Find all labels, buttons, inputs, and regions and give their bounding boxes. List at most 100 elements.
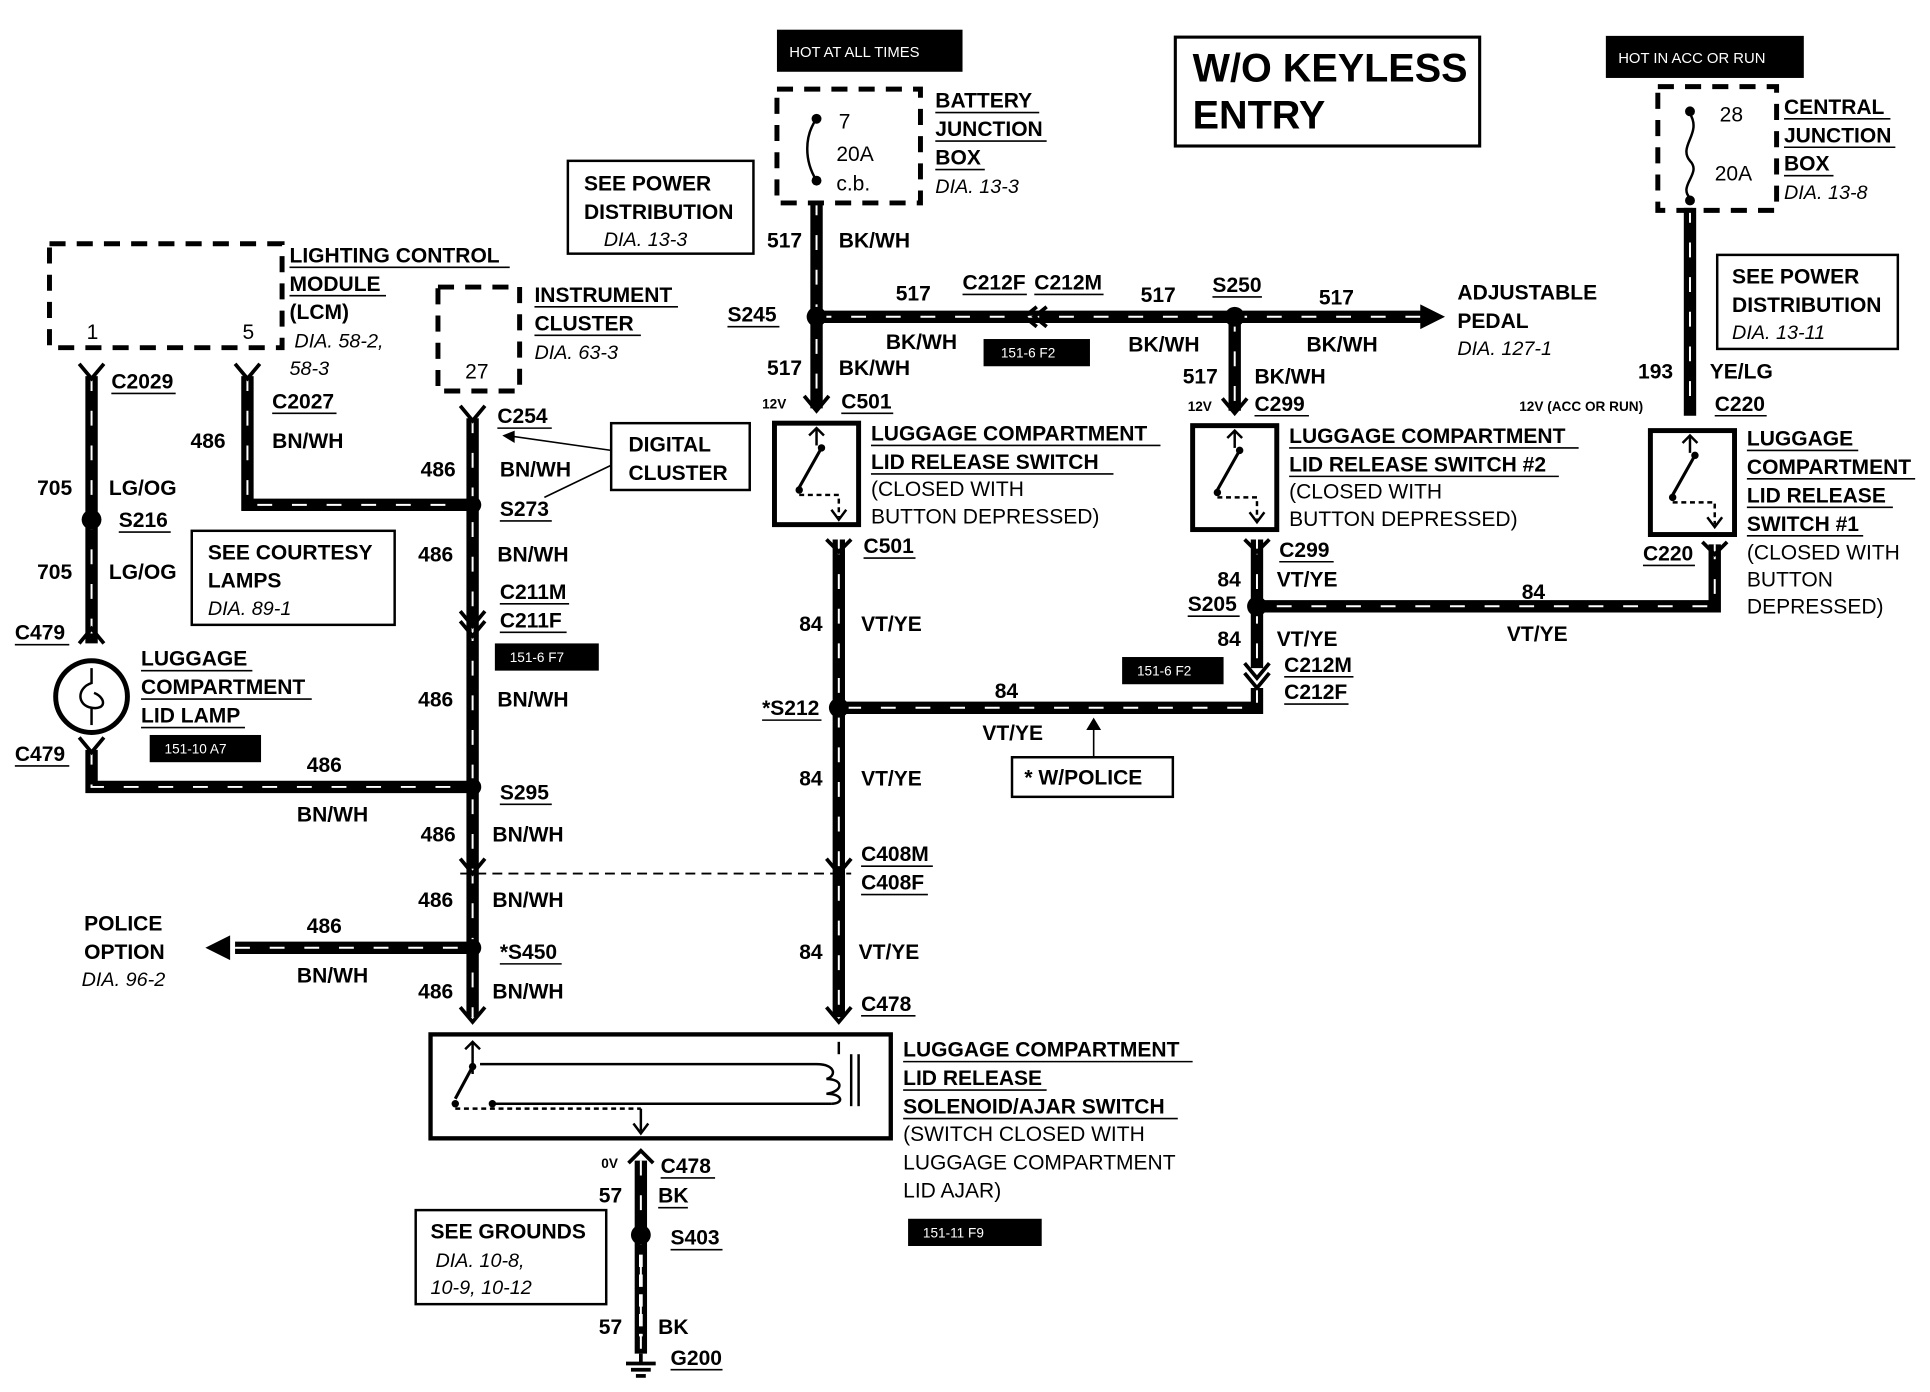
grounds-line-1: SEE GROUNDS xyxy=(431,1221,586,1244)
see-power-2-dia: DIA. 13-11 xyxy=(1732,322,1825,344)
wire-84-switch1 xyxy=(1256,544,1721,613)
circuit-84-3: 84 xyxy=(799,941,823,964)
courtesy-dia: DIA. 89-1 xyxy=(208,598,292,620)
splice-s212 xyxy=(828,697,849,718)
see-power-1-dia: DIA. 13-3 xyxy=(604,229,688,251)
hot-in-acc-text: HOT IN ACC OR RUN xyxy=(1618,51,1765,67)
circuit-517-3: 517 xyxy=(896,283,931,306)
label-c2029: C2029 xyxy=(111,371,173,394)
fork-c408-486 xyxy=(458,857,487,877)
solenoid-label-2: LID RELEASE xyxy=(903,1067,1042,1090)
solenoid-note-1: (SWITCH CLOSED WITH xyxy=(903,1123,1145,1146)
bjb-fuse-type: c.b. xyxy=(836,173,870,196)
color-bnwh-lamp: BN/WH xyxy=(297,804,368,827)
courtesy-line-2: LAMPS xyxy=(208,570,282,593)
color-bnwh-4: BN/WH xyxy=(492,823,563,846)
cjb-fuse-number: 28 xyxy=(1720,103,1743,126)
label-s273: S273 xyxy=(500,498,549,521)
see-power-1-line-2: DISTRIBUTION xyxy=(584,201,733,224)
color-bkwh-3: BK/WH xyxy=(886,331,957,354)
label-c2027: C2027 xyxy=(272,390,334,413)
switch2-note-1: (CLOSED WITH xyxy=(1289,481,1442,504)
circuit-486-1: 486 xyxy=(421,458,456,481)
label-s450: *S450 xyxy=(500,941,557,964)
circuit-486-5: 486 xyxy=(418,889,453,912)
connector-labels: C2029 C2027 C254 S273 C211M C211F C479 C… xyxy=(15,272,1767,1371)
switch1-label-3: LID RELEASE xyxy=(1747,484,1886,507)
label-c501-bottom: C501 xyxy=(864,535,915,558)
fork-c2027 xyxy=(233,362,262,382)
label-c479-top: C479 xyxy=(15,622,65,645)
label-s403: S403 xyxy=(671,1227,720,1250)
volt-12v-c501: 12V xyxy=(762,396,786,411)
circuit-517-6: 517 xyxy=(1183,366,1218,389)
color-vtye-3: VT/YE xyxy=(859,941,920,964)
circuit-517-2: 517 xyxy=(767,357,802,380)
connector-forks xyxy=(77,305,1729,1165)
circuit-84-2: 84 xyxy=(799,768,823,791)
label-s245: S245 xyxy=(727,304,776,327)
lcm-dia-1: DIA. 58-2, xyxy=(294,331,383,353)
splice-s205 xyxy=(1247,596,1267,617)
lamp-label-1: LUGGAGE xyxy=(141,648,247,671)
solenoid-note-2: LUGGAGE COMPARTMENT xyxy=(903,1151,1176,1174)
lid-switch-note-1: (CLOSED WITH xyxy=(871,478,1024,501)
color-lgog-a: LG/OG xyxy=(109,477,177,500)
bjb-label-3: BOX xyxy=(935,147,981,170)
color-bnwh-1: BN/WH xyxy=(500,458,571,481)
switch1-label-1: LUGGAGE xyxy=(1747,427,1853,450)
digital-line-1: DIGITAL xyxy=(628,434,711,457)
circuit-705-a: 705 xyxy=(37,477,72,500)
cjb-fuse-rating: 20A xyxy=(1715,163,1752,186)
splice-s250 xyxy=(1224,306,1245,327)
circuit-517-5: 517 xyxy=(1319,286,1354,309)
splices xyxy=(81,306,1267,1245)
switch2-label-2: LID RELEASE SWITCH #2 xyxy=(1289,453,1546,476)
label-c299-top: C299 xyxy=(1255,393,1305,416)
note-w-police: * W/POLICE xyxy=(1010,717,1175,799)
w-police-text: * W/POLICE xyxy=(1024,766,1142,789)
label-c212m: C212M xyxy=(1034,272,1102,295)
splice-s216 xyxy=(81,509,102,530)
circuit-486-6: 486 xyxy=(418,981,453,1004)
label-s250: S250 xyxy=(1212,274,1261,297)
lcm-pin-1: 1 xyxy=(87,321,99,344)
solenoid-label-1: LUGGAGE COMPARTMENT xyxy=(903,1039,1179,1062)
switch2-note-2: BUTTON DEPRESSED) xyxy=(1289,508,1517,531)
color-vtye-sw1: VT/YE xyxy=(1507,623,1568,646)
label-c408f: C408F xyxy=(861,872,924,895)
lamp-label-3: LID LAMP xyxy=(141,705,240,728)
adj-pedal-line-2: PEDAL xyxy=(1457,310,1528,333)
circuit-57-a: 57 xyxy=(599,1185,622,1208)
label-s295: S295 xyxy=(500,781,549,804)
volt-12v-c299: 12V xyxy=(1188,399,1212,414)
see-power-1-line-1: SEE POWER xyxy=(584,173,711,196)
circuit-486-4: 486 xyxy=(421,823,456,846)
circuit-486-2: 486 xyxy=(418,544,453,567)
color-bk-b: BK xyxy=(658,1316,688,1339)
fork-c478-486 xyxy=(458,1006,487,1025)
tag-151-6-f7: 151-6 F7 xyxy=(510,650,564,665)
color-bk-a: BK xyxy=(658,1185,688,1208)
color-vtye-1: VT/YE xyxy=(861,613,922,636)
color-bkwh-4: BK/WH xyxy=(1128,333,1199,356)
color-vtye-s212: VT/YE xyxy=(982,722,1043,745)
solenoid-label-3: SOLENOID/AJAR SWITCH xyxy=(903,1096,1165,1119)
lcm-label-1: LIGHTING CONTROL xyxy=(290,244,500,267)
label-c408m: C408M xyxy=(861,843,929,866)
switch2-label-1: LUGGAGE COMPARTMENT xyxy=(1289,425,1565,448)
battery-junction-box: 7 20A c.b. BATTERY JUNCTION BOX DIA. 13-… xyxy=(774,86,1047,206)
lcm-label-3: (LCM) xyxy=(290,301,350,324)
switch1-label-2: COMPARTMENT xyxy=(1747,456,1911,479)
label-s216: S216 xyxy=(119,509,168,532)
instrument-cluster: 27 INSTRUMENT CLUSTER DIA. 63-3 xyxy=(435,284,678,394)
color-vtye-2: VT/YE xyxy=(861,768,922,791)
color-bkwh-5: BK/WH xyxy=(1306,333,1377,356)
label-c220-top: C220 xyxy=(1715,393,1765,416)
fork-c478-ground xyxy=(627,1148,655,1165)
police-option: POLICE OPTION DIA. 96-2 xyxy=(82,912,166,991)
circuit-84-sw1: 84 xyxy=(1522,581,1546,604)
lamp-label-2: COMPARTMENT xyxy=(141,676,305,699)
digital-line-2: CLUSTER xyxy=(628,462,727,485)
